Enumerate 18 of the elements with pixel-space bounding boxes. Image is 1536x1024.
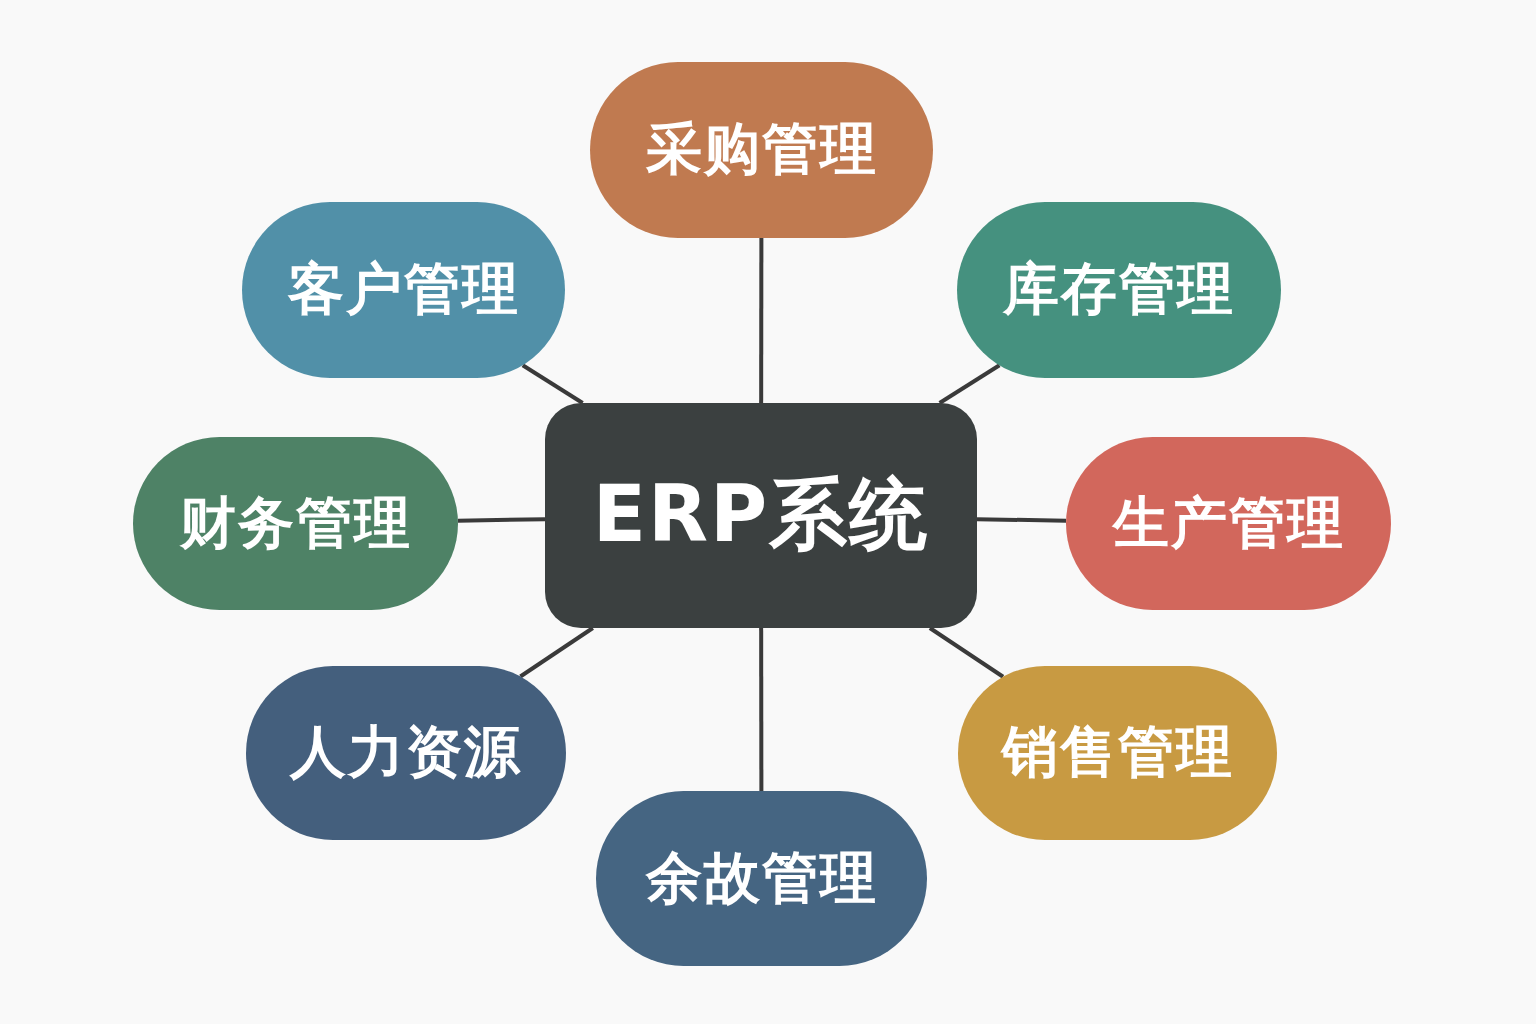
central-box [545, 403, 977, 628]
connector-line [976, 517, 1067, 523]
connector-line [521, 363, 584, 405]
node-label: 客户管理 [287, 255, 520, 323]
connector-line [457, 517, 546, 523]
connector-line [938, 363, 1001, 405]
node-label: 销售管理 [1001, 718, 1234, 786]
node-label: 库存管理 [1003, 255, 1235, 323]
node-label: 采购管理 [645, 115, 878, 183]
node-label: 财务管理 [179, 488, 412, 557]
connector-line [519, 626, 594, 679]
node-label: ERP系统 [592, 468, 930, 561]
connector-line [759, 238, 764, 403]
node-label: 生产管理 [1112, 488, 1345, 557]
connector-line [759, 628, 764, 791]
node-label: 人力资源 [290, 718, 522, 786]
connector-line [928, 626, 1005, 679]
node-label: 余故管理 [645, 843, 878, 912]
